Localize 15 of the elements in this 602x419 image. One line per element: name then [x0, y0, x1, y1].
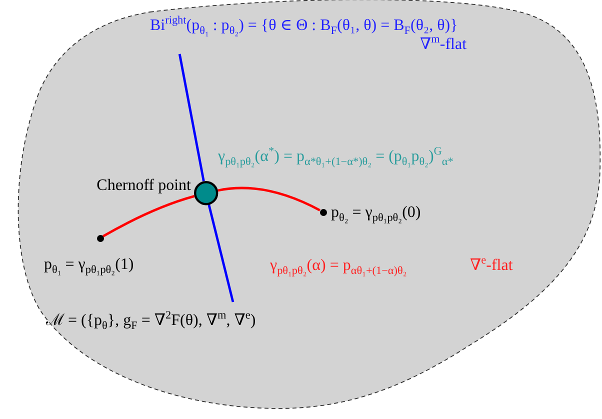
- manifold-formula: ℳ = ({p$_{θ}$}, g$_{F}$ = ∇$^{2}$F(θ), ∇$^{m}$, ∇$^{e}$): [46, 311, 256, 330]
- endpoint-formula: p$_{θ₁}$ = γ$_{pθ₁pθ₂}$(1): [44, 255, 134, 274]
- flatness-label: ∇$^{m}$-flat: [420, 35, 467, 54]
- bisector-line: [178, 54, 205, 182]
- geodesic-curve: [102, 195, 195, 238]
- flatness-label: ∇$^{e}$-flat: [470, 256, 513, 275]
- point-dot: [320, 208, 326, 216]
- endpoint-formula: p$_{θ₂}$ = γ$_{pθ₁pθ₂}$(0): [331, 203, 421, 222]
- geodesic-curve: [218, 186, 320, 212]
- manifold-region: [17, 0, 601, 409]
- geodesic-formula: γ$_{pθ₁pθ₂}$(α) = p$_{αθ₁+(1−α)θ₂}$: [270, 256, 407, 275]
- bisector-formula: Bi$^{right}$(p$_{θ₁}$ : p$_{θ₂}$) = {θ ∈ Θ : B$_{F}$(θ₁, θ) = B$_{F}$(θ₂, θ)}: [150, 16, 458, 35]
- point-dot: [96, 234, 104, 242]
- point-label: Chernoff point: [96, 176, 191, 195]
- bisector-line: [208, 204, 234, 302]
